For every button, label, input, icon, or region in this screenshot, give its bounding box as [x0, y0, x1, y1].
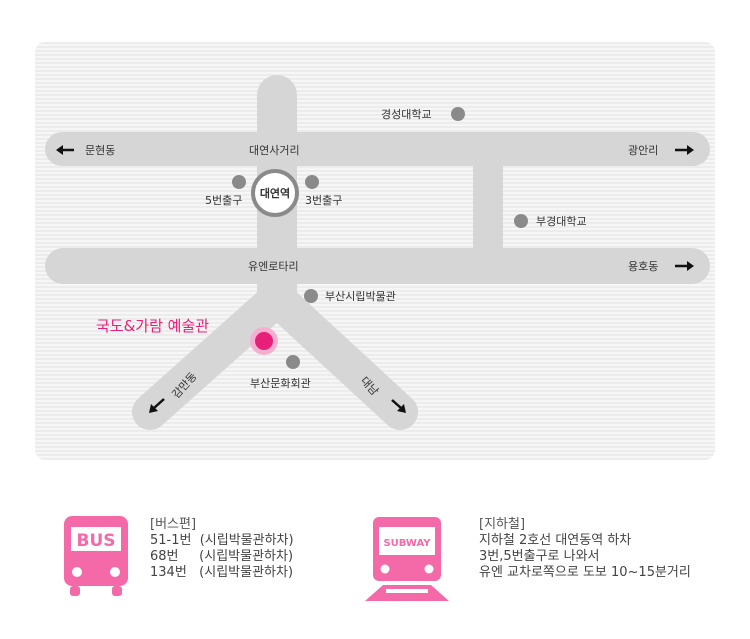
bus-info: [버스편] 51-1번 (시립박물관하차) 68번 (시립박물관하차) 134번…	[150, 517, 294, 581]
subway-row-3: 유엔 교차로쪽으로 도보 10~15분거리	[479, 565, 691, 580]
arrow-icon-down-left-gamman	[149, 398, 165, 413]
bus-icon: BUS	[64, 516, 128, 596]
exit3-dot-icon	[305, 175, 319, 189]
bus-row-3: 134번 (시립박물관하차)	[150, 565, 294, 580]
station-ring	[251, 169, 299, 217]
pukyong-dot-icon	[514, 214, 528, 228]
venue-dot-icon[interactable]	[255, 332, 273, 350]
label-venue: 국도&가람 예술관	[96, 317, 209, 335]
exit5-dot-icon	[232, 175, 246, 189]
label-exit3: 3번출구	[305, 194, 342, 207]
arrow-icon-right-yongho	[675, 261, 694, 271]
road-top	[45, 132, 710, 166]
subway-icon-text: SUBWAY	[383, 538, 431, 549]
museum-dot-icon	[304, 289, 318, 303]
road-vertical-right	[473, 165, 503, 250]
label-pukyong: 부경대학교	[536, 215, 587, 228]
arrow-icon-right-gwangan	[675, 145, 694, 155]
location-map: 대연역 문현동 대연사거리 광안리 경성대학교 5번출구 3번출구 부경대학교 …	[35, 42, 715, 460]
label-un-rotary: 유엔로타리	[248, 260, 299, 273]
subway-title: [지하철]	[479, 517, 526, 532]
label-munhyeon: 문현동	[85, 144, 115, 157]
roads	[45, 75, 710, 430]
label-kyungsung: 경성대학교	[381, 108, 432, 121]
label-gwangan: 광안리	[628, 144, 658, 157]
bus-icon-text: BUS	[76, 531, 115, 551]
kyungsung-dot-icon	[451, 107, 465, 121]
label-daeyeon-intersection: 대연사거리	[249, 144, 300, 157]
subway-icon: SUBWAY	[365, 517, 449, 601]
label-exit5: 5번출구	[205, 194, 242, 207]
subway-info: [지하철] 지하철 2호선 대연동역 하차 3번,5번출구로 나와서 유엔 교차…	[479, 517, 691, 581]
bus-row-2: 68번 (시립박물관하차)	[150, 549, 294, 564]
bus-title: [버스편]	[150, 517, 197, 532]
arrow-icon-down-right-daenam	[391, 399, 406, 413]
label-museum: 부산시립박물관	[325, 290, 396, 303]
bus-row-1: 51-1번 (시립박물관하차)	[150, 533, 294, 548]
station-label: 대연역	[260, 186, 290, 200]
subway-row-1: 지하철 2호선 대연동역 하차	[479, 533, 632, 548]
road-diagonal-left	[132, 287, 288, 430]
arrow-icon-left-munhyeon	[56, 145, 74, 155]
culture-center-dot-icon	[286, 355, 300, 369]
subway-row-2: 3번,5번출구로 나와서	[479, 549, 600, 564]
label-culture-center: 부산문화회관	[250, 377, 311, 390]
label-yongho: 용호동	[628, 260, 658, 273]
road-diagonal-right	[266, 287, 418, 430]
road-middle	[45, 248, 710, 284]
